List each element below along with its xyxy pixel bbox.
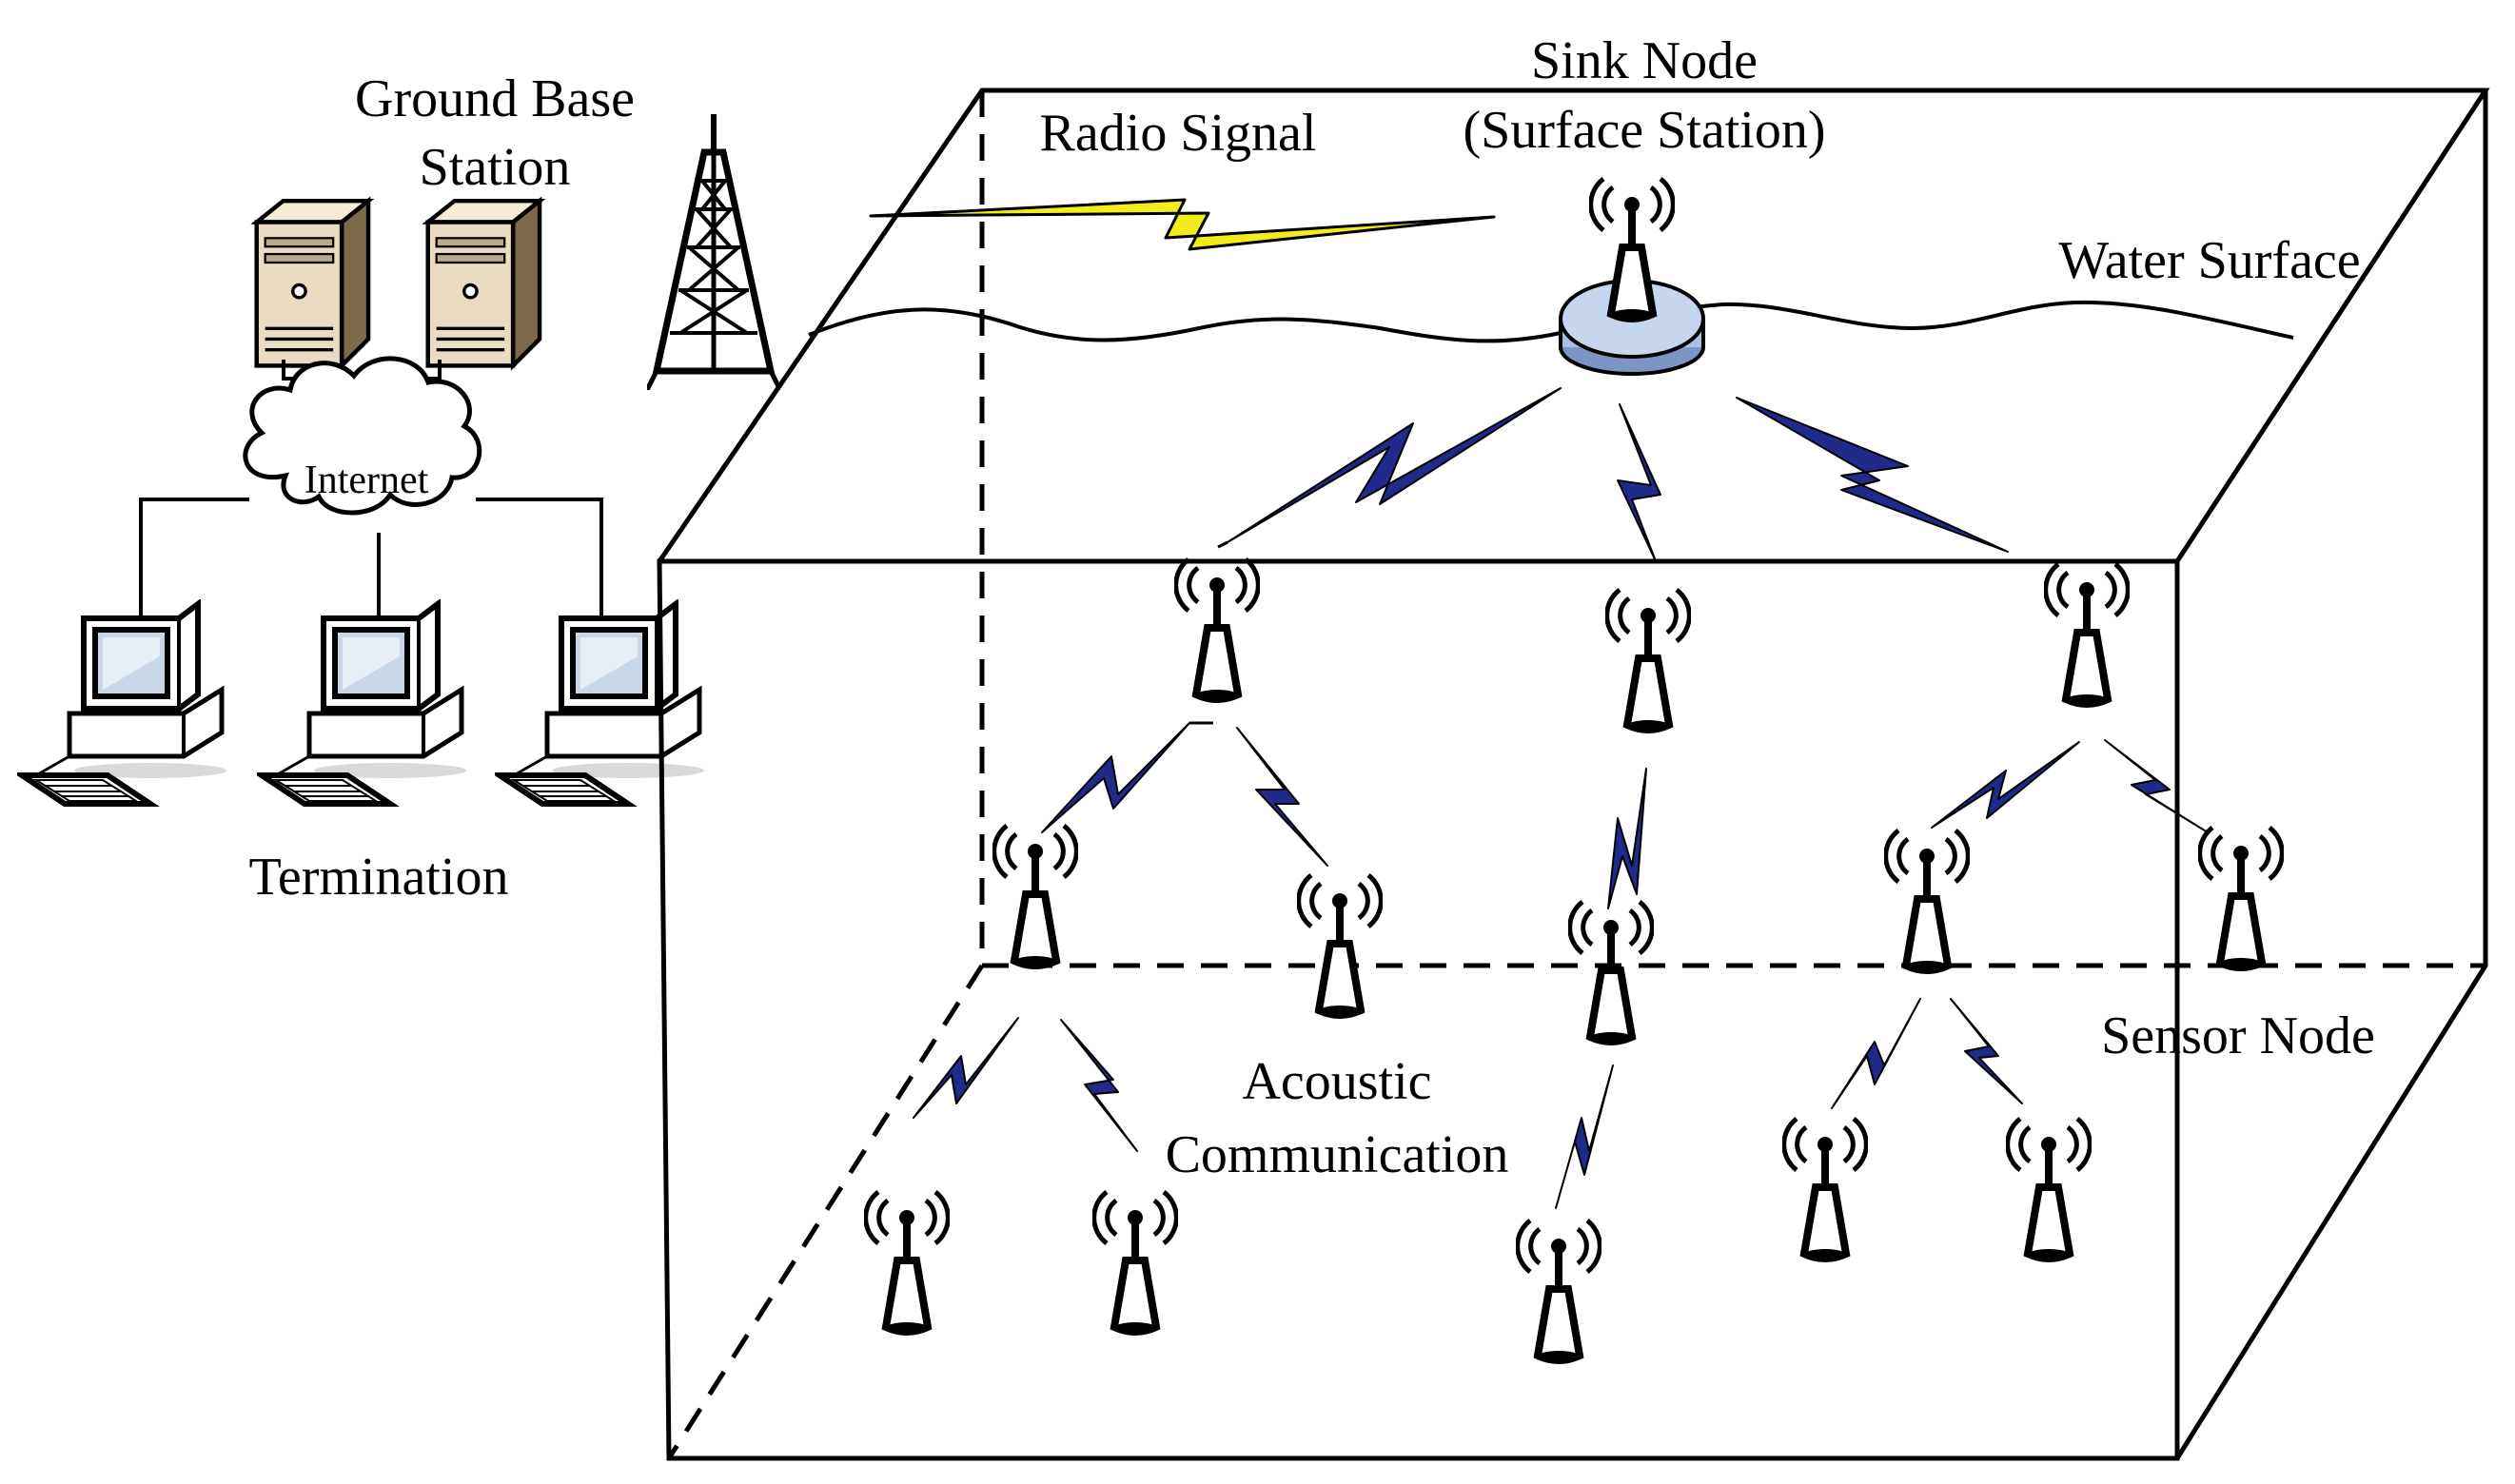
sensor-node-icon — [866, 1192, 949, 1334]
server-icon — [428, 201, 540, 365]
acoustic-link-bolt — [1831, 998, 1921, 1109]
desktop-computer-icon — [262, 604, 466, 804]
ground-base-station: Ground Base Station — [257, 69, 635, 365]
sensor-node-icon — [2046, 564, 2129, 706]
acoustic-link-bolt — [1607, 768, 1647, 909]
acoustic-communication-label-line1: Acoustic — [1242, 1052, 1431, 1111]
termination-computers: Termination — [22, 604, 704, 907]
acoustic-link-bolt — [1950, 998, 2023, 1104]
radio-tower-icon — [647, 114, 780, 390]
sensor-node-icon — [1570, 902, 1653, 1044]
internet-cloud: Internet — [243, 356, 482, 516]
ground-base-station-label-line2: Station — [420, 138, 571, 197]
desktop-computer-icon — [22, 604, 226, 804]
sensor-node-label: Sensor Node — [2101, 1006, 2375, 1065]
server-icon — [257, 201, 368, 365]
sensor-node-icon — [994, 826, 1077, 967]
acoustic-link-bolt — [1060, 1019, 1138, 1152]
acoustic-link-bolt — [1041, 722, 1190, 833]
sink-node-label-line2: (Surface Station) — [1464, 101, 1826, 160]
acoustic-link-bolt — [1227, 387, 1562, 543]
acoustic-links — [913, 387, 2209, 1209]
acoustic-link-bolt — [1236, 727, 1328, 867]
acoustic-link-bolt — [1617, 403, 1661, 562]
termination-wiring — [139, 498, 603, 618]
sink-node — [1559, 179, 1705, 376]
acoustic-communication-label-line2: Communication — [1166, 1125, 1509, 1184]
termination-label: Termination — [249, 848, 509, 907]
desktop-computer-icon — [500, 604, 704, 804]
sensor-nodes — [866, 559, 2283, 1362]
acoustic-link-bolt — [1736, 397, 2009, 553]
sensor-node-icon — [1607, 590, 1690, 732]
sensor-node-icon — [2200, 828, 2283, 969]
acoustic-link-bolt — [1931, 741, 2080, 829]
sensor-node-icon — [2008, 1119, 2091, 1260]
acoustic-link-bolt — [913, 1017, 1019, 1119]
ground-base-station-label-line1: Ground Base — [355, 69, 635, 128]
water-surface-line — [808, 300, 2294, 343]
sensor-node-icon — [1094, 1192, 1177, 1334]
cloud-icon — [243, 356, 482, 516]
acoustic-link-bolt — [1555, 1064, 1614, 1209]
radio-link-bolt — [869, 198, 1496, 251]
radio-signal-label: Radio Signal — [1040, 104, 1317, 163]
acoustic-link-bolt — [2104, 739, 2209, 833]
sensor-node-icon — [1886, 830, 1969, 972]
sensor-node-icon — [1299, 875, 1382, 1017]
sensor-node-icon — [1784, 1119, 1867, 1260]
water-surface-label: Water Surface — [2058, 231, 2360, 290]
sink-node-label-line1: Sink Node — [1531, 31, 1758, 90]
sensor-node-icon — [1518, 1220, 1601, 1362]
sensor-node-icon — [1176, 559, 1259, 701]
internet-label: Internet — [305, 459, 429, 502]
water-volume-box — [657, 88, 2490, 1461]
acoustic-link-lines — [1189, 540, 1228, 725]
